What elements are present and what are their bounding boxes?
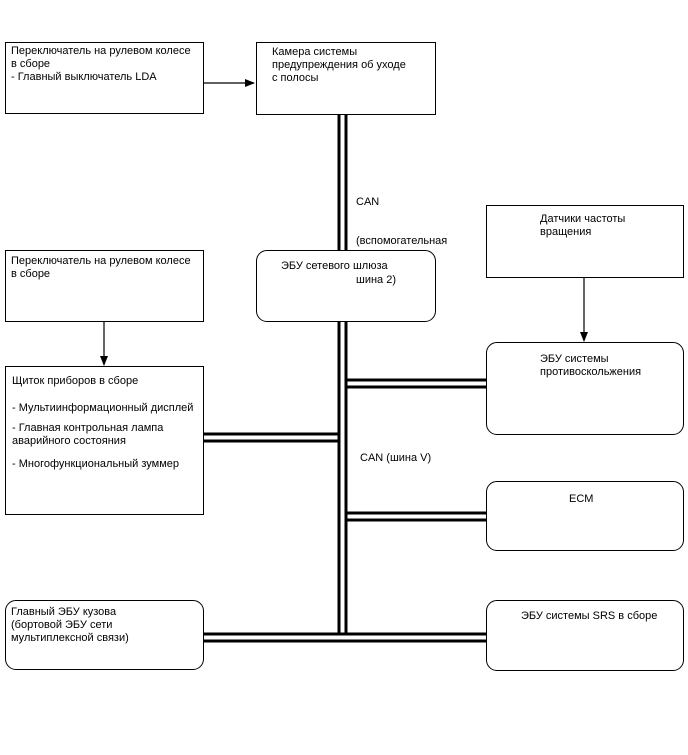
can-sub-bus-line xyxy=(337,115,348,250)
steering-switch-box: Переключатель на рулевом колесе в сборе xyxy=(5,250,204,322)
steering-switch-title-2: в сборе xyxy=(11,58,51,70)
skid-control-ecu-box: ЭБУ системы противоскольжения xyxy=(486,342,684,435)
lda-camera-title-2: предупреждения об уходе xyxy=(272,59,406,71)
can-branch-skid-control xyxy=(346,378,486,389)
lda-camera-title-1: Камера системы xyxy=(272,46,358,58)
can-v-bus-label: CAN (шина V) xyxy=(360,452,432,464)
srs-ecu-box: ЭБУ системы SRS в сборе xyxy=(486,600,684,671)
combination-meter-box: Щиток приборов в сборе - Мультиинформаци… xyxy=(5,366,204,515)
gateway-ecu-box: ЭБУ сетевого шлюза xyxy=(256,250,436,322)
multi-buzzer-item: - Многофункциональный зуммер xyxy=(12,458,180,470)
steering-switch-mid-title-1: Переключатель на рулевом колесе xyxy=(11,255,191,267)
main-body-ecu-title-2: (бортовой ЭБУ сети xyxy=(11,619,113,631)
ecm-title: ECM xyxy=(569,493,594,505)
steering-switch-lda-box: Переключатель на рулевом колесе в сборе … xyxy=(5,42,204,114)
speed-sensors-title-2: вращения xyxy=(540,226,592,238)
master-warning-light-item: - Главная контрольная лампа xyxy=(12,422,164,434)
can-sub-bus-label: CAN (вспомогательная шина 2) xyxy=(356,170,447,300)
main-body-ecu-box: Главный ЭБУ кузова (бортовой ЭБУ сети му… xyxy=(5,600,204,670)
skid-control-title-1: ЭБУ системы xyxy=(540,353,609,365)
lda-camera-box: Камера системы предупреждения об уходе с… xyxy=(256,42,436,115)
master-warning-light-item-cont: аварийного состояния xyxy=(12,435,126,447)
multi-info-display-item: - Мультиинформационный дисплей xyxy=(12,402,194,414)
main-body-ecu-title-3: мультиплексной связи) xyxy=(11,632,129,644)
can-sub-label-3: шина 2) xyxy=(356,274,396,286)
can-v-bus-trunk xyxy=(337,322,348,634)
srs-ecu-title: ЭБУ системы SRS в сборе xyxy=(521,610,658,622)
gateway-ecu-title: ЭБУ сетевого шлюза xyxy=(281,260,388,272)
can-branch-body-srs xyxy=(204,632,486,643)
lda-camera-title-3: с полосы xyxy=(272,72,319,84)
lda-main-switch-item: - Главный выключатель LDA xyxy=(11,71,157,83)
ecm-box: ECM xyxy=(486,481,684,551)
speed-sensors-box: Датчики частоты вращения xyxy=(486,205,684,278)
can-sub-label-1: CAN xyxy=(356,196,380,208)
can-branch-combination-meter xyxy=(204,432,339,443)
combination-meter-title: Щиток приборов в сборе xyxy=(12,375,139,387)
can-branch-ecm xyxy=(346,511,486,522)
main-body-ecu-title-1: Главный ЭБУ кузова xyxy=(11,606,117,618)
steering-switch-title-1: Переключатель на рулевом колесе xyxy=(11,45,191,57)
skid-control-title-2: противоскольжения xyxy=(540,366,642,378)
steering-switch-mid-title-2: в сборе xyxy=(11,268,51,280)
can-sub-label-2: (вспомогательная xyxy=(356,235,448,247)
speed-sensors-title-1: Датчики частоты xyxy=(540,213,626,225)
